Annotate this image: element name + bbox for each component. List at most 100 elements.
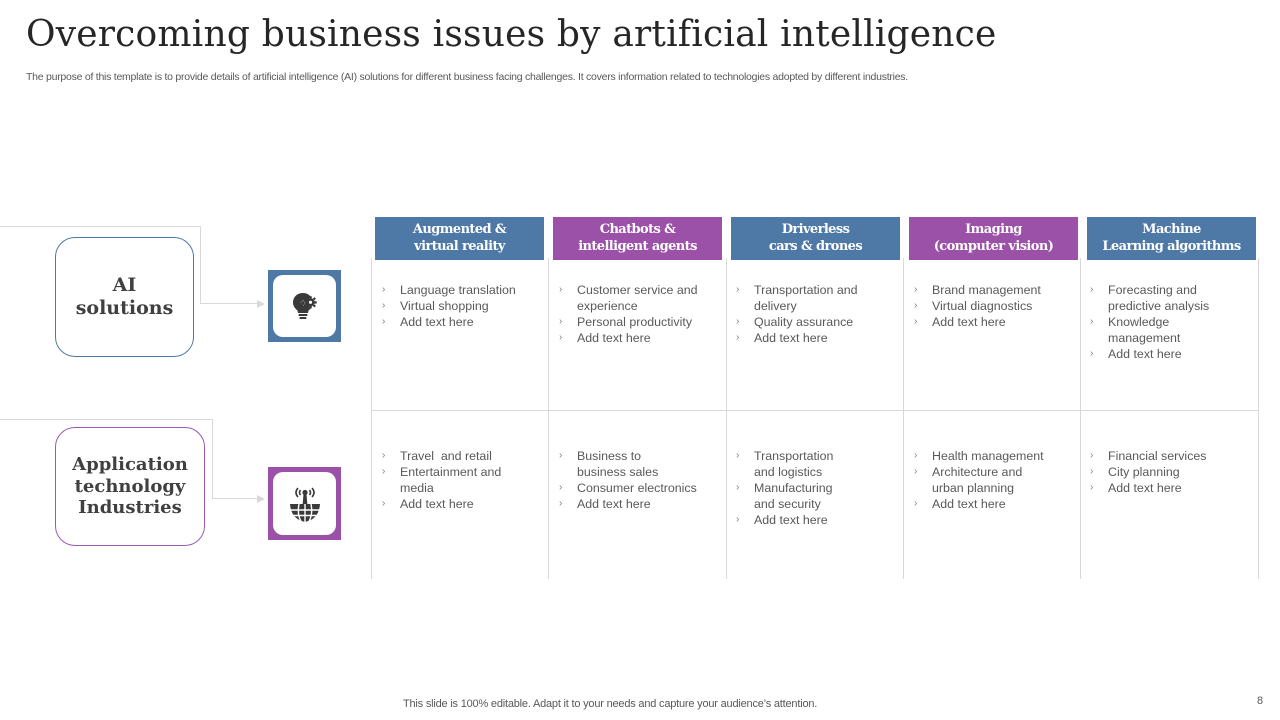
header-line: virtual reality [414, 238, 505, 254]
chevron-right-icon: › [559, 332, 563, 343]
category-label-line: technology [74, 475, 186, 497]
connector-line [212, 419, 213, 499]
lightbulb-gear-icon [292, 293, 317, 319]
list-item: ›Add text here [1090, 481, 1182, 495]
grid-divider [371, 258, 372, 579]
header-line: intelligent agents [578, 238, 697, 254]
ai-solutions-icon-tile [268, 270, 341, 342]
list-item: ›Add text here [1090, 347, 1182, 361]
cell-industry-driverless: ›Transportation and logistics ›Manufactu… [735, 448, 855, 528]
category-label-line: solutions [75, 297, 174, 319]
chevron-right-icon: › [559, 450, 563, 461]
cell-industry-machine-learning: ›Financial services ›City planning ›Add … [1089, 448, 1239, 496]
header-line: Machine [1142, 221, 1201, 237]
list-item: ›Add text here [559, 331, 651, 345]
chevron-right-icon: › [1090, 284, 1094, 295]
chevron-right-icon: › [382, 284, 386, 295]
column-header-chatbots: Chatbots &intelligent agents [553, 217, 722, 260]
list-item: ›Business to business sales [559, 449, 659, 479]
header-line: Chatbots & [599, 221, 676, 237]
category-label-line: AI [112, 274, 137, 297]
list-item: ›Entertainment and media [382, 465, 502, 495]
list-item: ›Add text here [382, 497, 474, 511]
slide-subtitle: The purpose of this template is to provi… [26, 71, 908, 83]
list-item: ›Add text here [914, 497, 1006, 511]
list-item: ›Add text here [559, 497, 651, 511]
list-item: ›Personal productivity [559, 315, 693, 329]
list-item: ›Add text here [736, 331, 828, 345]
cell-ai-imaging: ›Brand management ›Virtual diagnostics ›… [913, 282, 1063, 330]
grid-divider [1258, 258, 1259, 579]
list-item: ›Quality assurance [736, 315, 854, 329]
cell-ai-augmented: ›Language translation ›Virtual shopping … [381, 282, 531, 330]
list-item: ›Add text here [736, 513, 828, 527]
connector-line [200, 303, 258, 304]
chevron-right-icon: › [736, 284, 740, 295]
list-item: ›Customer service and experience [559, 283, 698, 313]
chevron-right-icon: › [914, 284, 918, 295]
industries-icon-tile [268, 467, 341, 540]
chevron-right-icon: › [914, 498, 918, 509]
chevron-right-icon: › [1090, 466, 1094, 477]
list-item: ›Health management [914, 449, 1044, 463]
list-item: ›Brand management [914, 283, 1041, 297]
chevron-right-icon: › [382, 450, 386, 461]
grid-row-divider [371, 410, 1259, 411]
header-line: Imaging [965, 221, 1022, 237]
chevron-right-icon: › [914, 450, 918, 461]
grid-divider [1080, 258, 1081, 579]
cell-ai-driverless: ›Transportation and delivery ›Quality as… [735, 282, 875, 346]
chevron-right-icon: › [1090, 450, 1094, 461]
connector-line [0, 419, 213, 420]
list-item: ›Add text here [914, 315, 1006, 329]
list-item: ›Manufacturing and security [736, 481, 833, 511]
list-item: ›Financial services [1090, 449, 1207, 463]
header-line: cars & drones [768, 238, 863, 254]
chevron-right-icon: › [736, 450, 740, 461]
chevron-right-icon: › [1090, 348, 1094, 359]
list-item: ›Virtual shopping [382, 299, 489, 313]
chevron-right-icon: › [914, 316, 918, 327]
category-label-line: Industries [78, 497, 182, 519]
column-header-augmented-reality: Augmented &virtual reality [375, 217, 544, 260]
list-item: ›Travel and retail [382, 449, 492, 463]
connector-line [200, 226, 201, 304]
slide-title: Overcoming business issues by artificial… [26, 14, 997, 55]
connector-line [212, 498, 258, 499]
antenna-globe-icon [289, 486, 320, 522]
cell-industry-augmented: ›Travel and retail ›Entertainment and me… [381, 448, 511, 512]
list-item: ›Forecasting and predictive analysis [1090, 283, 1210, 313]
chevron-right-icon: › [1090, 482, 1094, 493]
list-item: ›City planning [1090, 465, 1180, 479]
chevron-right-icon: › [914, 466, 918, 477]
cell-ai-machine-learning: ›Forecasting and predictive analysis ›Kn… [1089, 282, 1224, 362]
header-line: (computer vision) [933, 238, 1054, 254]
arrow-head-icon [257, 300, 265, 308]
grid-divider [548, 258, 549, 579]
connector-line [0, 226, 201, 227]
column-header-imaging: Imaging(computer vision) [909, 217, 1078, 260]
list-item: ›Language translation [382, 283, 516, 297]
header-line: Driverless [781, 221, 850, 237]
list-item: ›Add text here [382, 315, 474, 329]
chevron-right-icon: › [1090, 316, 1094, 327]
list-item: ›Transportation and logistics [736, 449, 834, 479]
header-line: Learning algorithms [1102, 238, 1241, 254]
chevron-right-icon: › [382, 466, 386, 477]
category-application-industries: Application technology Industries [55, 427, 205, 546]
grid-divider [726, 258, 727, 579]
list-item: ›Consumer electronics [559, 481, 697, 495]
cell-ai-chatbots: ›Customer service and experience ›Person… [558, 282, 710, 346]
cell-industry-imaging: ›Health management ›Architecture and urb… [913, 448, 1053, 512]
chevron-right-icon: › [382, 300, 386, 311]
list-item: ›Virtual diagnostics [914, 299, 1033, 313]
list-item: ›Knowledge management [1090, 315, 1181, 345]
cell-industry-chatbots: ›Business to business sales ›Consumer el… [558, 448, 710, 512]
grid-divider [903, 258, 904, 579]
chevron-right-icon: › [559, 284, 563, 295]
chevron-right-icon: › [736, 332, 740, 343]
category-ai-solutions: AI solutions [55, 237, 194, 357]
chevron-right-icon: › [559, 482, 563, 493]
